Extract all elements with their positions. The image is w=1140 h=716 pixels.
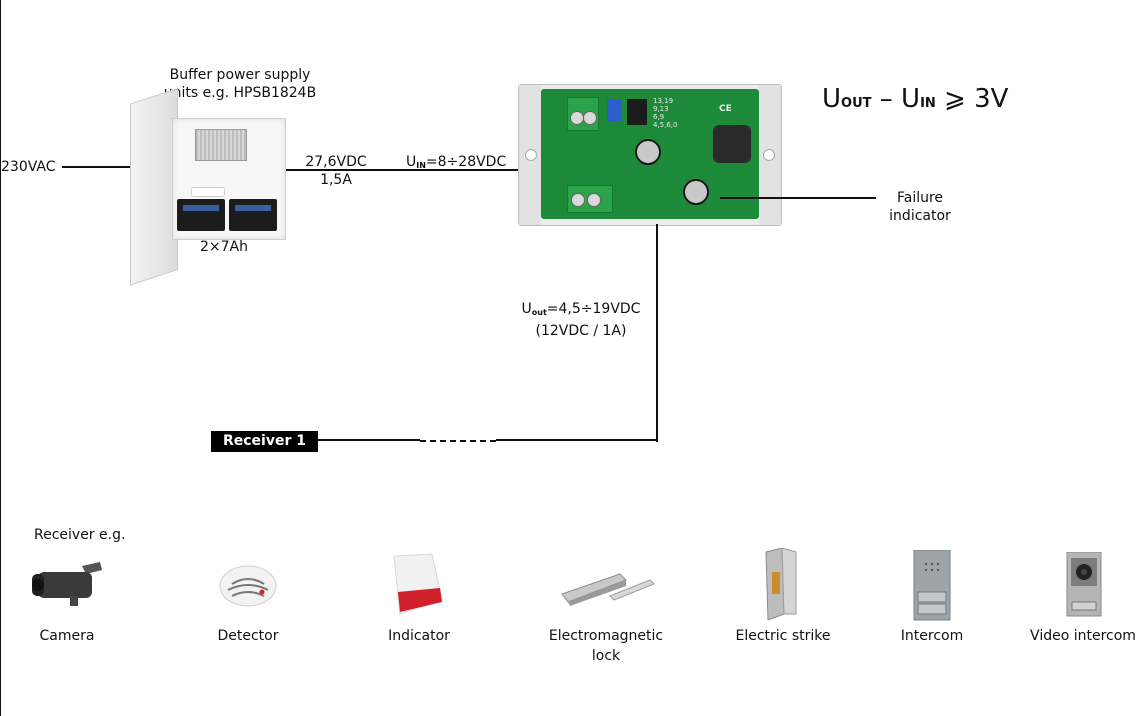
output-vertical-line (656, 224, 658, 442)
output-horizontal-line-left (318, 439, 420, 441)
output-horizontal-line-right (496, 439, 658, 441)
device-label-detector: Detector (217, 628, 279, 644)
device-label-electromagnetic-lock: Electromagnetic lock (548, 628, 664, 664)
detector-icon (219, 565, 277, 607)
mains-line (62, 166, 130, 168)
supply-line (286, 169, 518, 171)
device-label-indicator: Indicator (388, 628, 450, 644)
output-dashed-line (420, 440, 496, 442)
indicator-icon (393, 553, 443, 615)
failure-line (720, 197, 876, 199)
psu-title: Buffer power supply units e.g. HPSB1824B (163, 67, 317, 101)
device-label-video-intercom: Video intercom (1030, 628, 1136, 644)
video-intercom-icon (1066, 552, 1102, 617)
mains-input-label: 230VAC (1, 159, 56, 175)
device-label-electric-strike: Electric strike (735, 628, 831, 644)
receiver-examples-title: Receiver e.g. (34, 527, 126, 543)
psu-output-label: 27,6VDC 1,5A (305, 154, 367, 188)
uin-label: UIN=8÷28VDC (406, 154, 507, 170)
electric-strike-icon (765, 548, 797, 620)
uout-label: Uout=4,5÷19VDC (12VDC / 1A) (521, 301, 641, 339)
intercom-icon (913, 550, 951, 621)
device-label-camera: Camera (39, 628, 95, 644)
voltage-condition: UOUT – UIN ⩾ 3V (822, 84, 1009, 114)
left-border (0, 0, 1, 716)
failure-indicator-label: Failure indicator (889, 190, 951, 224)
camera-icon (32, 562, 102, 606)
receiver-1-box: Receiver 1 (211, 431, 318, 452)
psu-battery-label: 2×7Ah (200, 239, 248, 255)
electromagnetic-lock-icon (561, 573, 655, 606)
device-label-intercom: Intercom (900, 628, 964, 644)
